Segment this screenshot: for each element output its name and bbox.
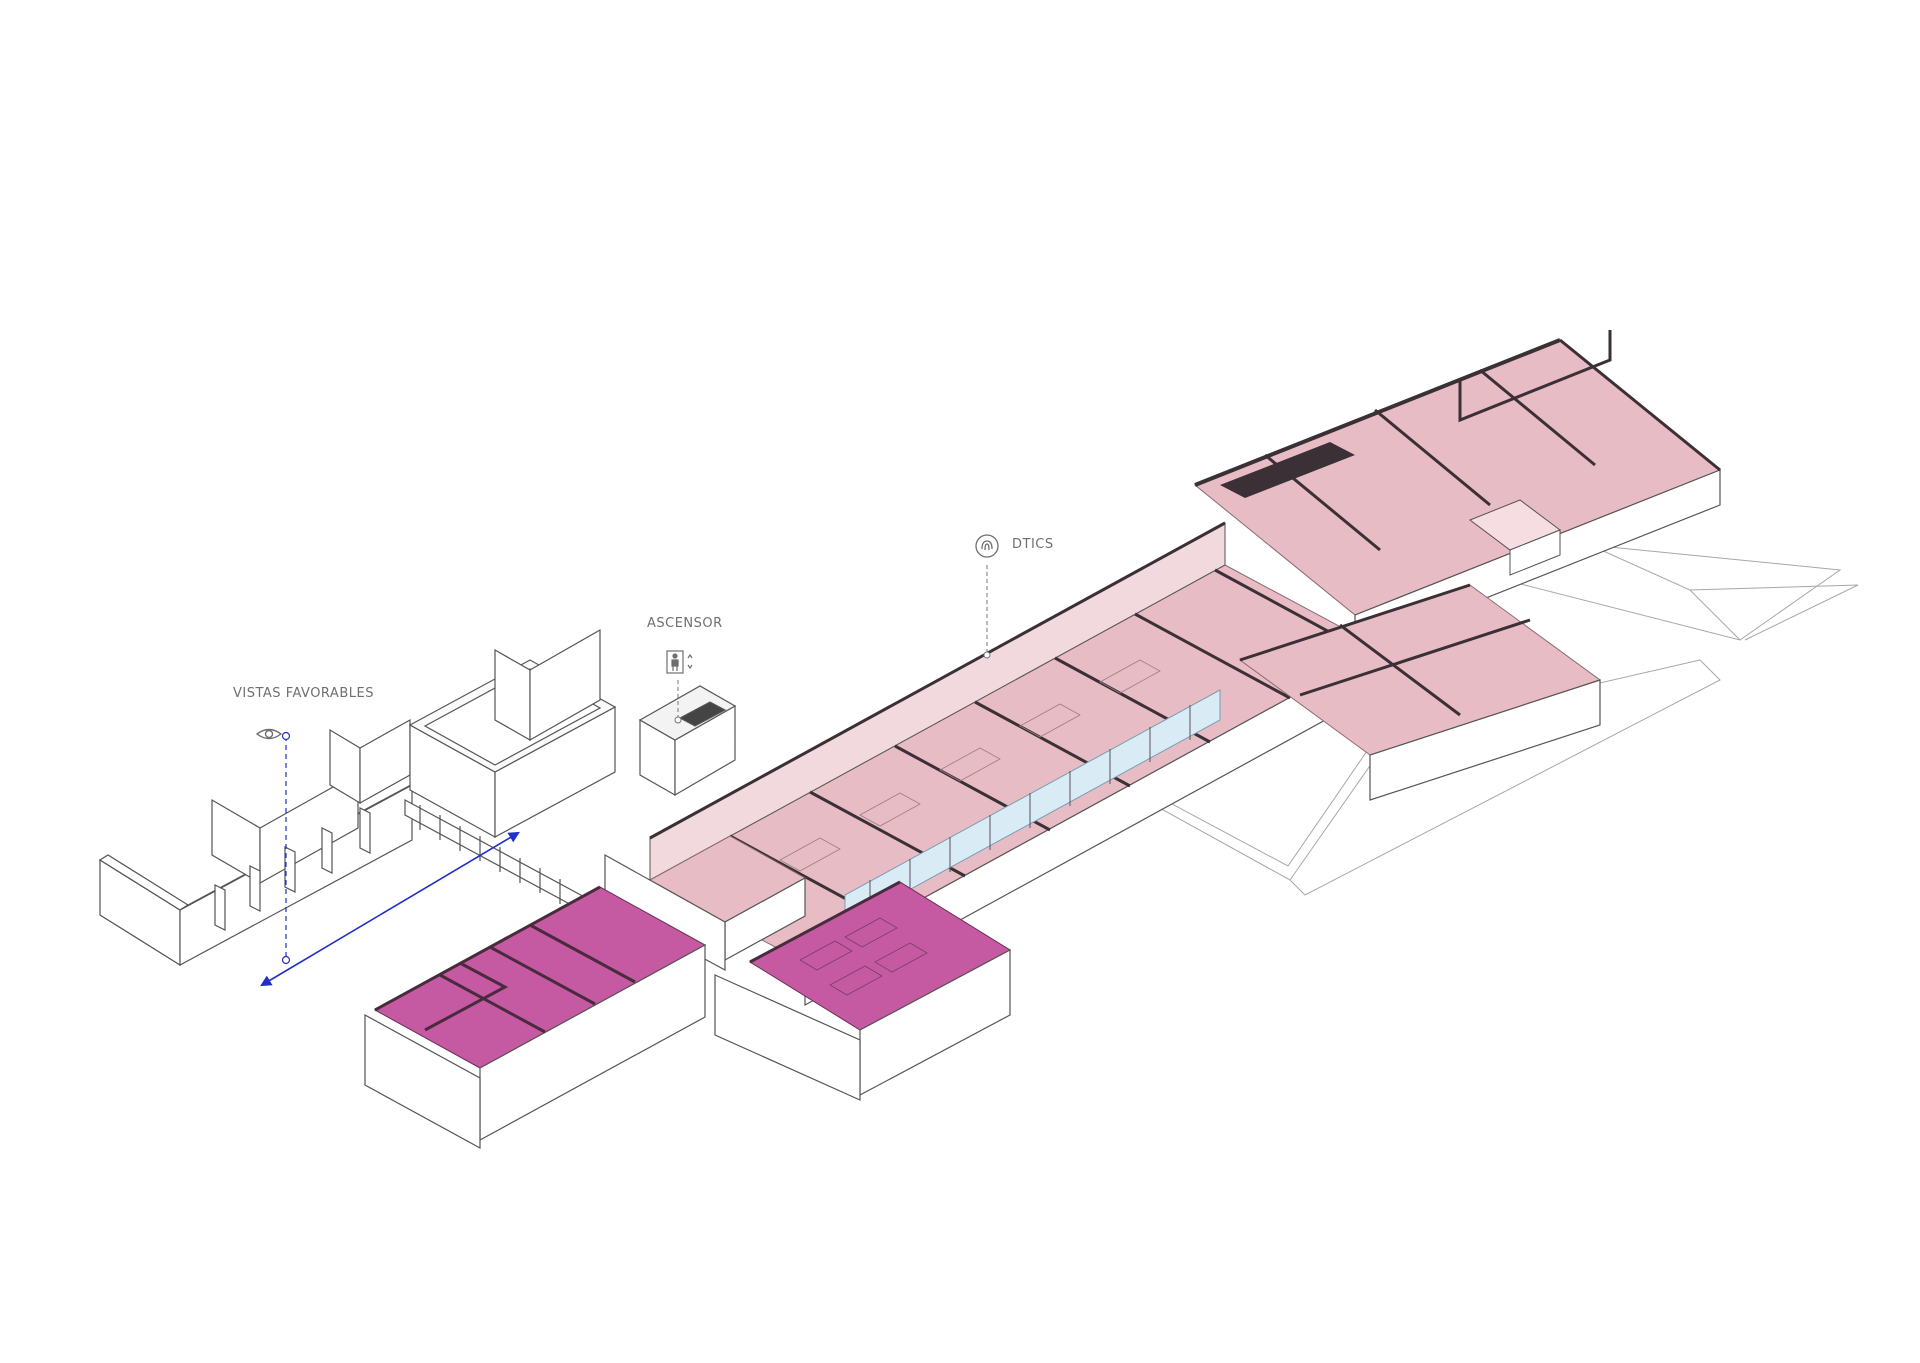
view-direction-arrow [260,831,520,987]
dtics-label: DTICS [1012,537,1054,552]
middle-right-block [1238,583,1602,801]
elevator-icon [666,650,693,674]
left-wing [98,628,617,967]
vistas-favorables-label: VISTAS FAVORABLES [233,686,374,701]
vistas-leader-dot-bottom [281,955,291,965]
dtics-leader-dot [983,651,991,659]
vistas-leader-dot-top [281,731,291,741]
fingerprint-icon [975,534,999,558]
ascensor-leader-dot [674,716,682,724]
front-left-block [364,885,707,1150]
elevator-core [638,685,737,797]
ascensor-label: ASCENSOR [647,616,723,631]
annotation-leaders [260,565,991,987]
eye-icon [255,728,283,740]
front-right-block [714,880,1012,1101]
